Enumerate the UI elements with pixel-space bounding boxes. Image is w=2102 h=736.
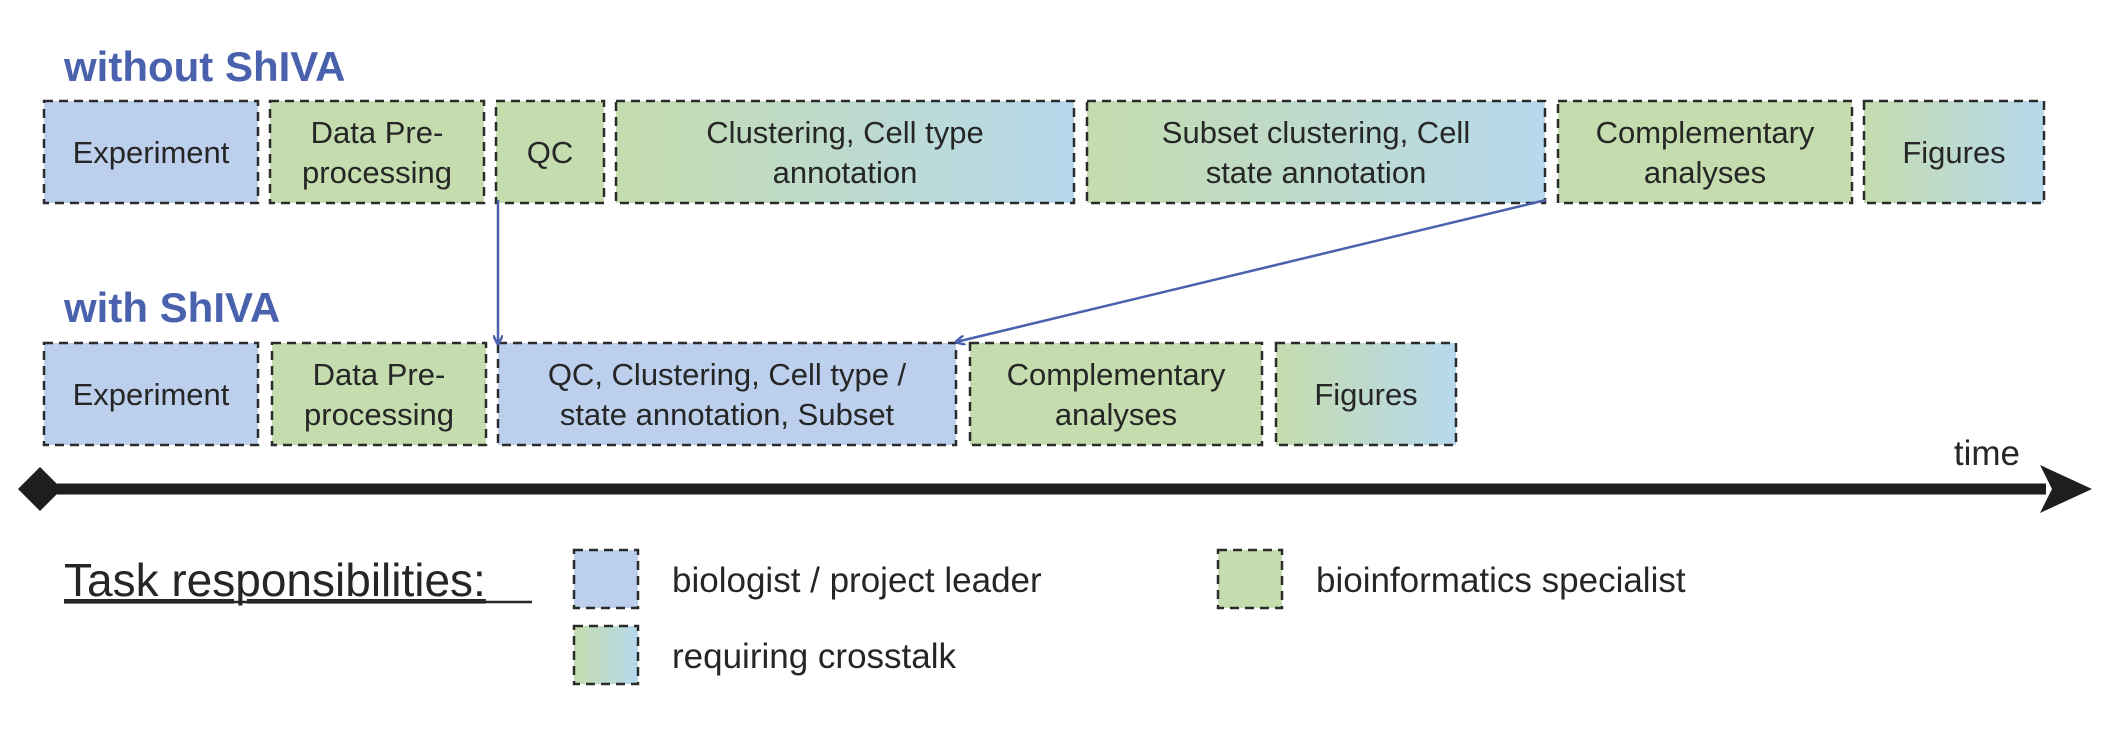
without-shiva-box-label-4-line-2: annotation <box>773 155 918 190</box>
timeline-start-diamond <box>18 467 62 511</box>
with-shiva-box-label-4-line-1: Complementary <box>1007 357 1226 392</box>
timeline-label: time <box>1954 434 2020 473</box>
timeline-axis <box>18 465 2092 513</box>
timeline-arrowhead <box>2040 465 2092 513</box>
legend-swatch-bioinformatics <box>1216 548 1284 610</box>
with-shiva-box-rect-5 <box>1274 341 1458 447</box>
legend: Task responsibilities: biologist / proje… <box>64 548 1686 686</box>
without-shiva-box-2: Data Pre-processing <box>268 99 486 205</box>
without-shiva-box-label-6-line-1: Complementary <box>1596 115 1815 150</box>
without-shiva-box-rect-2 <box>268 99 486 205</box>
legend-swatch-crosstalk <box>572 624 640 686</box>
with-shiva-box-rect-1 <box>42 341 260 447</box>
without-shiva-box-4: Clustering, Cell type annotation <box>614 99 1076 205</box>
with-shiva-box-1: Experiment <box>42 341 260 447</box>
with-shiva-box-label-4-line-2: analyses <box>1055 397 1177 432</box>
subset-merge-arrow <box>956 198 1547 342</box>
heading-with-shiva: with ShIVA <box>63 284 280 331</box>
without-shiva-box-rect-6 <box>1556 99 1854 205</box>
with-shiva-box-rect-3 <box>496 341 958 447</box>
with-shiva-box-rect-2 <box>270 341 488 447</box>
without-shiva-row: Experiment Data Pre-processing QC Clusterin… <box>42 99 2046 205</box>
without-shiva-box-1: Experiment <box>42 99 260 205</box>
without-shiva-box-label-6-line-2: analyses <box>1644 155 1766 190</box>
without-shiva-box-rect-3 <box>494 99 606 205</box>
with-shiva-box-2: Data Pre-processing <box>270 341 488 447</box>
with-shiva-box-label-5-line-1: Figures <box>1314 377 1417 412</box>
legend-label-bioinformatics: bioinformatics specialist <box>1316 561 1686 600</box>
with-shiva-box-label-3-line-2: state annotation, Subset <box>560 397 895 432</box>
without-shiva-box-label-1-line-1: Experiment <box>73 135 230 170</box>
legend-label-biologist: biologist / project leader <box>672 561 1042 600</box>
without-shiva-box-label-5-line-1: Subset clustering, Cell <box>1162 115 1470 150</box>
with-shiva-box-4: Complementary analyses <box>968 341 1264 447</box>
without-shiva-box-7: Figures <box>1862 99 2046 205</box>
with-shiva-box-5: Figures <box>1274 341 1458 447</box>
without-shiva-box-rect-7 <box>1862 99 2046 205</box>
without-shiva-box-label-3-line-1: QC <box>527 135 574 170</box>
without-shiva-box-rect-4 <box>614 99 1076 205</box>
without-shiva-box-3: QC <box>494 99 606 205</box>
with-shiva-box-3: QC, Clustering, Cell type / state annotat… <box>496 341 958 447</box>
without-shiva-box-rect-5 <box>1085 99 1547 205</box>
without-shiva-box-label-4-line-1: Clustering, Cell type <box>706 115 983 150</box>
without-shiva-box-rect-1 <box>42 99 260 205</box>
with-shiva-box-label-2-line-2: processing <box>304 397 454 432</box>
legend-title: Task responsibilities: <box>64 554 486 606</box>
legend-label-crosstalk: requiring crosstalk <box>672 637 956 676</box>
without-shiva-box-label-5-line-2: state annotation <box>1206 155 1427 190</box>
with-shiva-box-rect-4 <box>968 341 1264 447</box>
without-shiva-box-5: Subset clustering, Cell state annotation <box>1085 99 1547 205</box>
with-shiva-box-label-1-line-1: Experiment <box>73 377 230 412</box>
without-shiva-box-label-2-line-2: processing <box>302 155 452 190</box>
with-shiva-box-label-2-line-1: Data Pre- <box>313 357 446 392</box>
with-shiva-box-label-3-line-1: QC, Clustering, Cell type / <box>548 357 907 392</box>
legend-swatch-biologist <box>572 548 640 610</box>
without-shiva-box-label-2-line-1: Data Pre- <box>311 115 444 150</box>
heading-without-shiva: without ShIVA <box>63 43 346 90</box>
without-shiva-box-label-7-line-1: Figures <box>1902 135 2005 170</box>
without-shiva-box-6: Complementary analyses <box>1556 99 1854 205</box>
